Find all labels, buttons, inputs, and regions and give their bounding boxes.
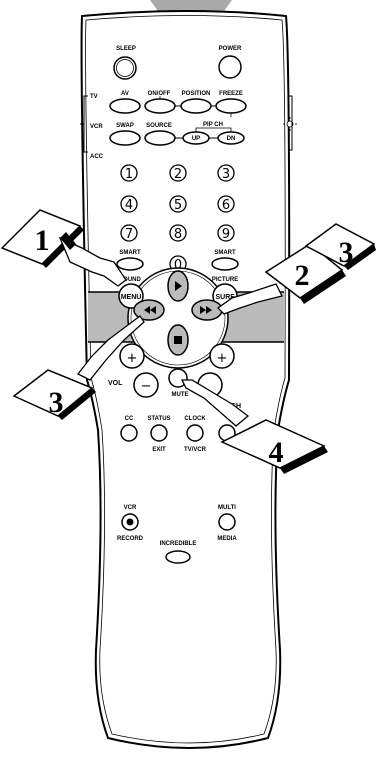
media-label: MEDIA [217, 536, 237, 542]
position-button[interactable] [181, 99, 211, 113]
freeze-label: FREEZE [219, 91, 243, 97]
power-button[interactable] [219, 56, 241, 78]
ch-up-plus: + [217, 351, 228, 366]
mute-label: MUTE [172, 392, 189, 398]
av-label: AV [121, 91, 129, 97]
digit-7-label: 7 [125, 227, 133, 242]
smart-sound-label: SMART [119, 250, 141, 256]
menu-label: MENU [121, 294, 142, 301]
pip-ch-label: PIP CH [203, 122, 223, 128]
tvvcr-label: TV/VCR [184, 447, 207, 453]
position-label: POSITION [182, 91, 211, 97]
stop-icon [174, 336, 182, 344]
swap-label: SWAP [116, 123, 134, 129]
incredible-label: INCREDIBLE [160, 541, 197, 547]
callout-4-number: 4 [269, 436, 284, 469]
mode-vcr-label: VCR [90, 124, 103, 130]
av-button[interactable] [110, 99, 140, 113]
cc-label: CC [125, 416, 134, 422]
callout-3-left-number: 3 [49, 386, 64, 419]
smart-picture-label: SMART [214, 250, 236, 256]
sleep-button[interactable] [114, 57, 136, 79]
record-label: RECORD [117, 536, 144, 542]
freeze-button[interactable] [216, 99, 246, 113]
digit-2-label: 2 [174, 167, 182, 182]
multimedia-button[interactable] [219, 514, 235, 530]
callout-3-top-number: 3 [339, 236, 354, 269]
digit-6-label: 6 [222, 198, 230, 213]
smart-sound-button[interactable] [117, 258, 143, 270]
vcr-label: VCR [124, 505, 137, 511]
record-icon [127, 519, 134, 526]
up-label: UP [192, 136, 200, 142]
power-label: POWER [219, 46, 242, 52]
incredible-button[interactable] [166, 551, 190, 563]
onoff-label: ON/OFF [148, 91, 171, 97]
digit-3-label: 3 [222, 167, 230, 182]
vol-down-minus: − [141, 379, 152, 394]
status-exit-button[interactable] [151, 425, 167, 441]
status-label: STATUS [147, 416, 170, 422]
callout-2-number: 2 [295, 259, 310, 292]
cc-button[interactable] [121, 425, 137, 441]
clock-label: CLOCK [184, 416, 206, 422]
digit-4-label: 4 [125, 198, 133, 213]
mode-acc-label: ACC [90, 154, 104, 160]
sleep-label: SLEEP [116, 46, 136, 52]
digit-1-label: 1 [125, 167, 133, 182]
vol-label: VOL [108, 380, 123, 387]
digit-5-label: 5 [174, 198, 182, 213]
dn-label: DN [227, 136, 236, 142]
swap-button[interactable] [110, 131, 140, 145]
vol-up-plus: + [127, 351, 138, 366]
source-button[interactable] [145, 131, 175, 145]
mode-tv-label: TV [90, 94, 98, 100]
digit-8-label: 8 [174, 227, 182, 242]
source-label: SOURCE [146, 123, 172, 129]
digit-9-label: 9 [222, 227, 230, 242]
clock-button[interactable] [187, 425, 203, 441]
multi-label: MULTI [218, 505, 236, 511]
exit-label: EXIT [152, 447, 166, 453]
pip-onoff-button[interactable] [145, 99, 175, 113]
callout-1-number: 1 [35, 224, 50, 257]
picture-label: PICTURE [212, 277, 238, 283]
smart-picture-button[interactable] [212, 258, 238, 270]
